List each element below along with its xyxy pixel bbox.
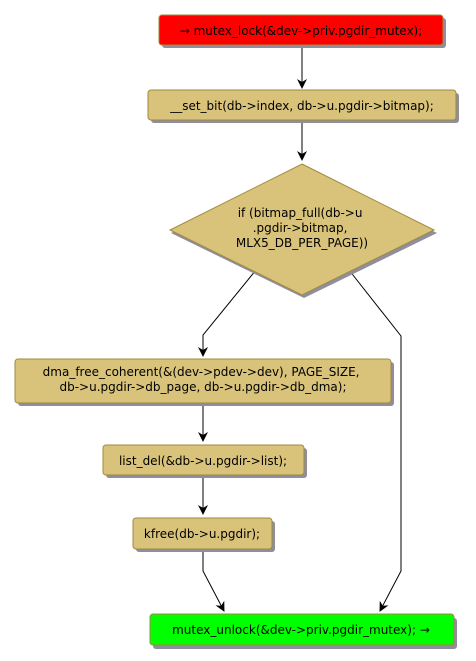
svg-text:__set_bit(db->index, db->u.pgd: __set_bit(db->index, db->u.pgdir->bitmap… xyxy=(169,99,434,113)
node-dma-free-line-1: dma_free_coherent(&(dev->pdev->dev), PAG… xyxy=(43,365,360,379)
node-start-line: → mutex_lock(&dev->priv.pgdir_mutex); xyxy=(180,24,423,38)
node-kfree-line: kfree(db->u.pgdir); xyxy=(144,527,260,541)
node-end-line: mutex_unlock(&dev->priv.pgdir_mutex); → xyxy=(172,623,430,637)
node-end: mutex_unlock(&dev->priv.pgdir_mutex); → xyxy=(149,613,457,649)
edge-decision-yes-to-dma-free xyxy=(198,269,257,357)
svg-text:→ mutex_lock(&dev->priv.pgdir_: → mutex_lock(&dev->priv.pgdir_mutex); xyxy=(180,24,423,38)
svg-text:kfree(db->u.pgdir);: kfree(db->u.pgdir); xyxy=(144,527,260,541)
node-decision-line-1: if (bitmap_full(db->u xyxy=(238,206,363,220)
svg-text:dma_free_coherent(&(dev->pdev-: dma_free_coherent(&(dev->pdev->dev), PAG… xyxy=(43,365,364,394)
node-set-bit-line: __set_bit(db->index, db->u.pgdir->bitmap… xyxy=(169,99,434,113)
node-dma-free: dma_free_coherent(&(dev->pdev->dev), PAG… xyxy=(14,358,394,406)
svg-text:if (bitmap_full(db->u .p: if (bitmap_full(db->u .pgdir->bitmap, ML… xyxy=(236,206,368,250)
node-start: → mutex_lock(&dev->priv.pgdir_mutex); xyxy=(158,14,446,48)
node-kfree: kfree(db->u.pgdir); xyxy=(132,517,275,552)
svg-text:list_del(&db->u.pgdir->list);: list_del(&db->u.pgdir->list); xyxy=(119,454,287,468)
edge-kfree-to-end xyxy=(202,548,225,612)
node-list-del-line: list_del(&db->u.pgdir->list); xyxy=(119,454,287,468)
node-decision: if (bitmap_full(db->u .pgdir->bitmap, ML… xyxy=(168,163,437,298)
edge-decision-no-to-end xyxy=(348,269,402,612)
node-set-bit: __set_bit(db->index, db->u.pgdir->bitmap… xyxy=(147,89,459,123)
node-list-del: list_del(&db->u.pgdir->list); xyxy=(102,444,307,478)
node-decision-line-3: MLX5_DB_PER_PAGE)) xyxy=(236,236,368,250)
edges xyxy=(198,46,402,612)
node-decision-line-2: .pgdir->bitmap, xyxy=(253,221,348,235)
node-dma-free-line-2: db->u.pgdir->db_page, db->u.pgdir->db_dm… xyxy=(59,380,346,394)
svg-text:mutex_unlock(&dev->priv.pgdir_: mutex_unlock(&dev->priv.pgdir_mutex); → xyxy=(172,623,430,637)
